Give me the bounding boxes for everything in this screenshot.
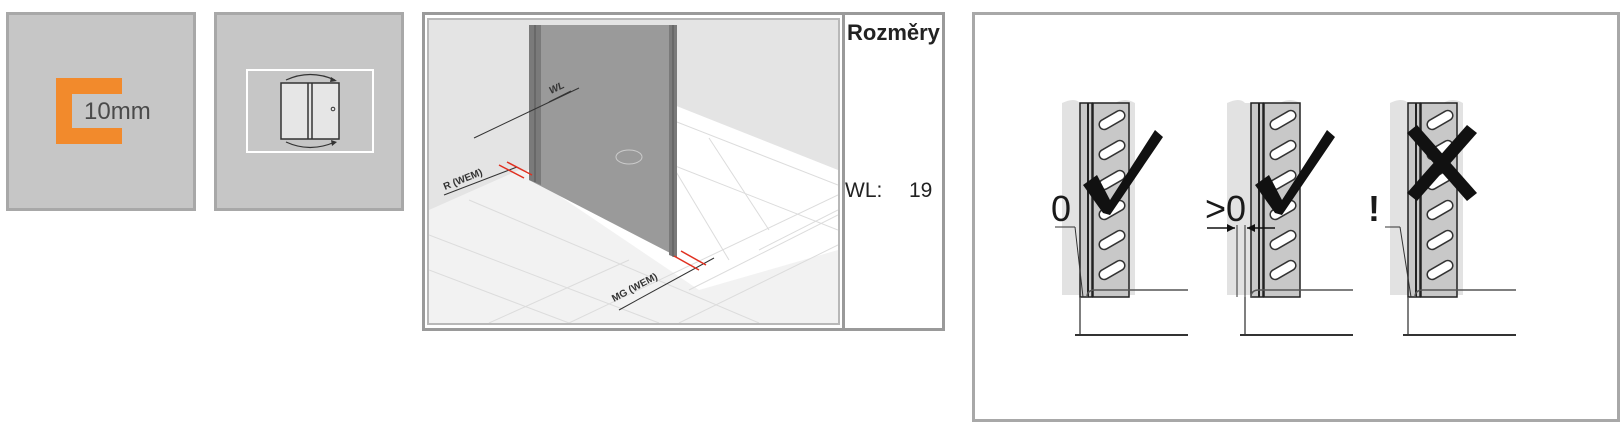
- column-ok-gap: [1207, 100, 1353, 336]
- column-not-ok: [1385, 100, 1516, 336]
- profile-check-drawing: [1055, 100, 1516, 336]
- marker-zero: 0: [1051, 188, 1072, 229]
- gap-value-label: 10mm: [84, 98, 151, 125]
- shower-floor-diagram: WL R (WEM) MG (WEM): [427, 18, 840, 325]
- wl-row-value: 19: [909, 179, 933, 202]
- dimensions-title: Rozměry: [847, 20, 940, 45]
- door-swing-icon: [280, 73, 340, 149]
- wl-row-label: WL:: [845, 179, 883, 202]
- column-ok-zero: [1055, 100, 1188, 336]
- marker-warning: !: [1368, 188, 1380, 229]
- shower-perspective-drawing: WL R (WEM) MG (WEM): [429, 20, 838, 323]
- marker-greater-than-zero: >0: [1205, 188, 1247, 229]
- bracket-icon: [56, 78, 122, 144]
- door-panel: [214, 12, 404, 211]
- gap-panel: 10mm: [6, 12, 196, 211]
- dimensions-panel: WL R (WEM) MG (WEM) Rozměry WL: 19: [422, 12, 945, 331]
- panel-divider: [842, 15, 845, 328]
- door-frame: [246, 69, 374, 153]
- installation-panel: ✓ ✓ ✗ 0 >0 !: [972, 12, 1620, 422]
